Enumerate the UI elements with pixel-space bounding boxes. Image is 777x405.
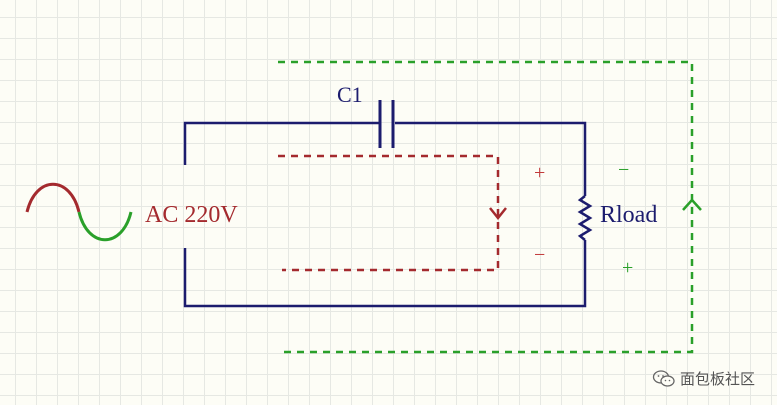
- watermark-text: 面包板社区: [679, 370, 755, 388]
- capacitor-c1: [378, 100, 395, 148]
- circuit-wires: [183, 121, 587, 308]
- sine-positive-half: [25, 182, 81, 213]
- capacitor-label: C1: [337, 82, 363, 107]
- resistor-rload: [577, 195, 593, 241]
- green-plus-sign: +: [622, 257, 633, 279]
- red-minus-sign: −: [534, 244, 545, 266]
- top-left-wire: [183, 121, 379, 165]
- red-current-path: [278, 154, 507, 272]
- green-minus-sign: −: [618, 159, 629, 181]
- wechat-icon: [652, 369, 675, 387]
- bottom-wire: [183, 240, 587, 308]
- top-right-wire: [395, 121, 587, 196]
- watermark: 面包板社区: [652, 368, 755, 389]
- ac-source-wave: [25, 182, 133, 242]
- source-label: AC 220V: [145, 202, 238, 228]
- sine-negative-half: [77, 211, 133, 242]
- green-arrow-up: [682, 198, 702, 211]
- red-arrow-down: [489, 207, 507, 221]
- red-plus-sign: +: [534, 162, 545, 184]
- green-current-path: [278, 60, 702, 354]
- load-label: Rload: [600, 202, 657, 228]
